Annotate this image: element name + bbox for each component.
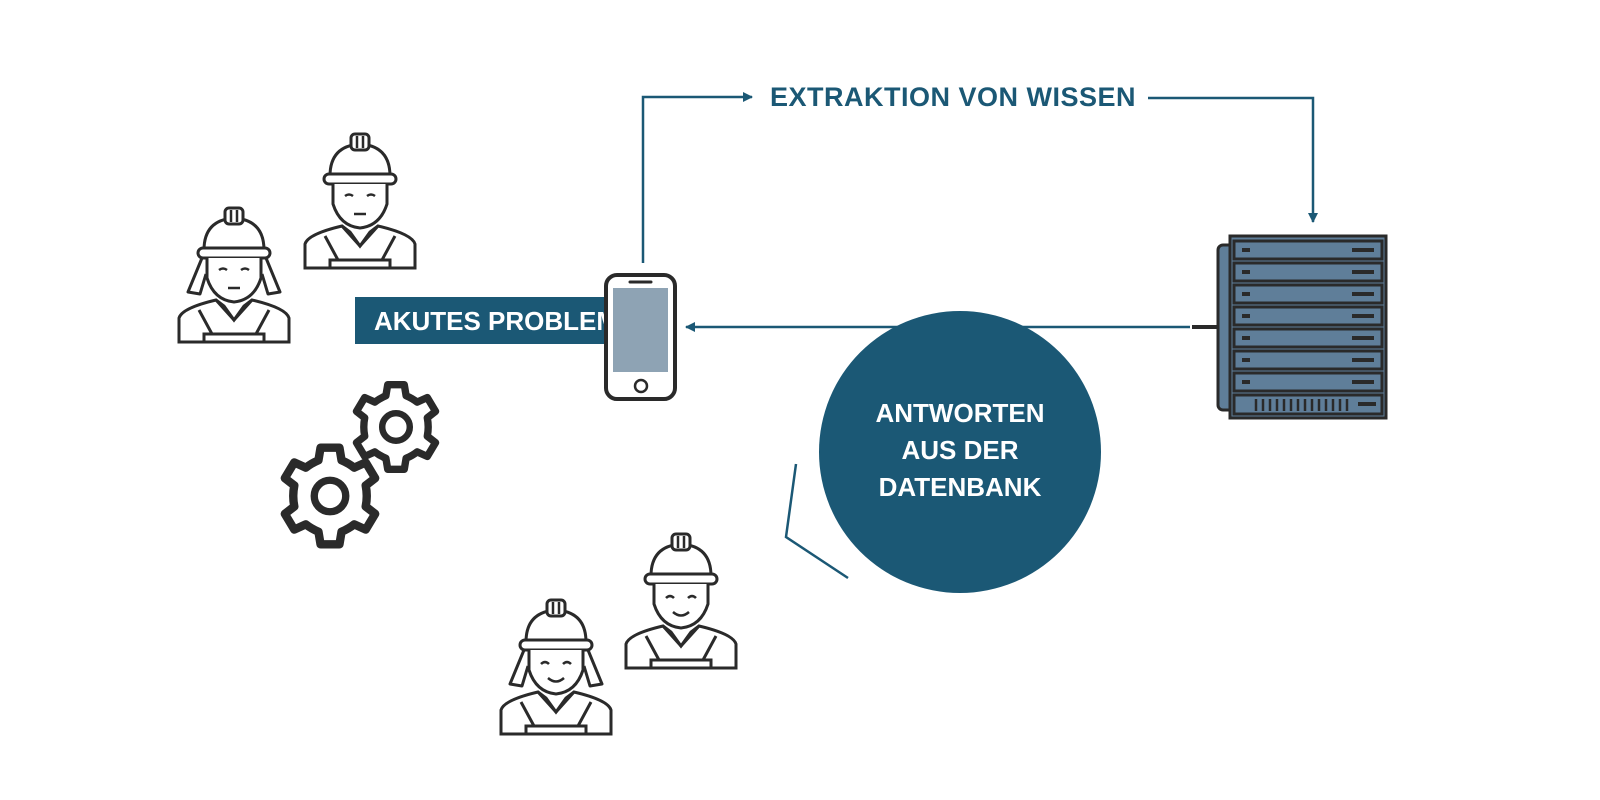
gears-icon [285,385,436,545]
answer-to-workers-line [784,463,849,580]
answers-label-line2: AUS DER [901,435,1018,465]
extraction-label: EXTRAKTION VON WISSEN [770,82,1136,112]
answers-label-line3: DATENBANK [879,472,1042,502]
worker-happy-man-icon [624,532,738,670]
server-rack-icon [1192,234,1388,420]
answers-circle: ANTWORTEN AUS DER DATENBANK [819,311,1101,593]
answers-label-line1: ANTWORTEN [876,398,1045,428]
worker-sad-man-icon [303,132,417,270]
extraction-to-server-arrow [1148,96,1318,223]
problem-label: AKUTES PROBLEM [374,306,618,336]
worker-sad-woman-icon [177,206,291,344]
smartphone-icon [604,273,677,401]
worker-happy-woman-icon [499,598,613,736]
problem-badge: AKUTES PROBLEM [355,297,638,344]
extraction-arrow [641,92,753,263]
